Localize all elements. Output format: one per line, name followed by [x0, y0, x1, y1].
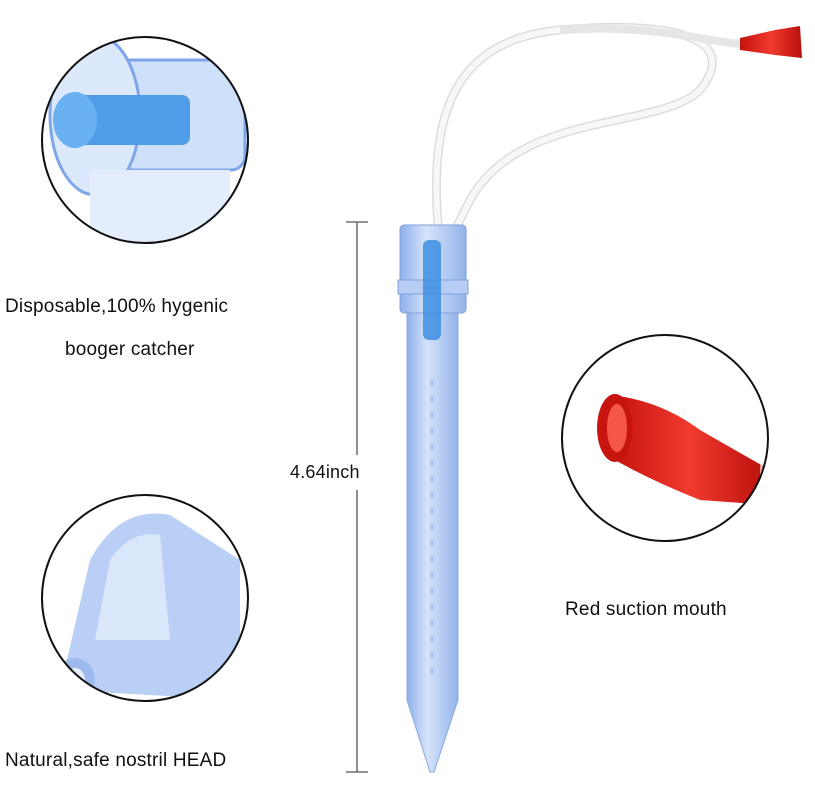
nostril-label: Natural,safe nostril HEAD — [5, 750, 227, 771]
catcher-label-line2: booger catcher — [65, 339, 195, 360]
suction-mouth-closeup — [561, 334, 769, 542]
dimension-line — [346, 221, 368, 773]
nostril-head-closeup — [41, 494, 249, 702]
red-tip-icon — [740, 26, 802, 58]
filter-closeup — [41, 36, 249, 244]
suction-label: Red suction mouth — [565, 599, 727, 620]
aspirator-tube — [397, 224, 469, 773]
length-label: 4.64inch — [290, 462, 360, 482]
catcher-label-line1: Disposable,100% hygenic — [5, 296, 229, 317]
suction-hose — [431, 23, 741, 233]
